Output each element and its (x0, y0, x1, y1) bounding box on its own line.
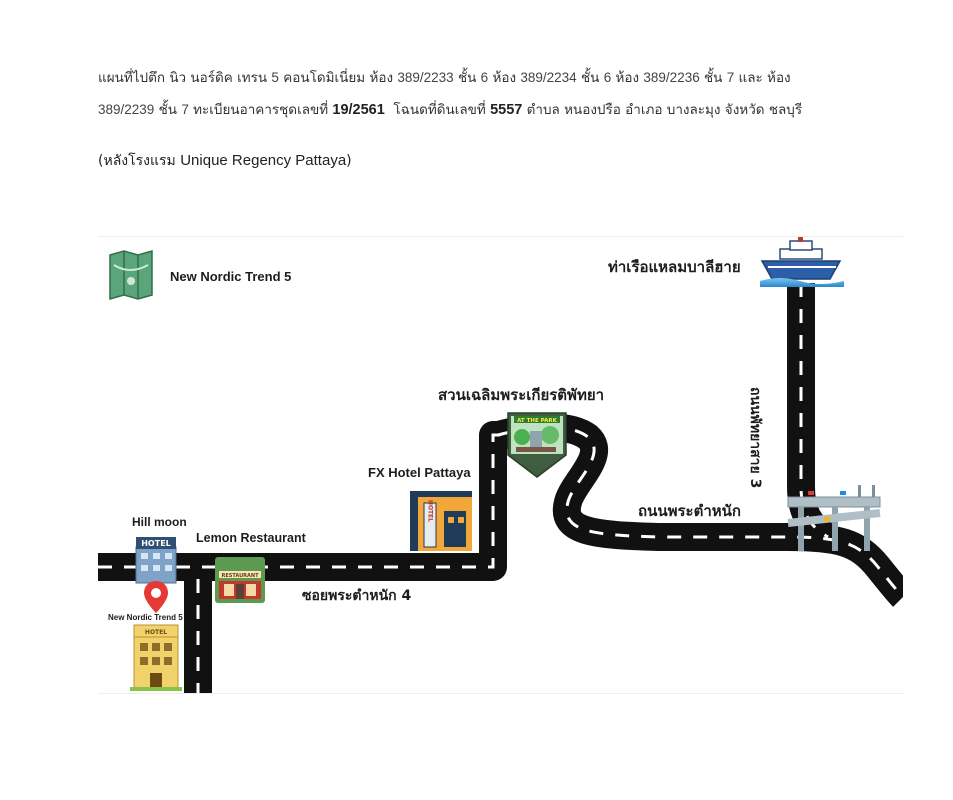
park-sign: AT THE PARK (517, 418, 558, 424)
hill-moon-sign: HOTEL (141, 539, 171, 548)
soi-label: ซอยพระตำหนัก 4 (302, 588, 412, 604)
hotel-icon: HOTEL (410, 491, 472, 551)
park-label: สวนเฉลิมพระเกียรติพัทยา (438, 386, 605, 404)
intro-number: 5 (271, 70, 279, 85)
fx-hotel-sign: HOTEL (427, 500, 434, 522)
map-icon (109, 250, 153, 300)
road-label-phratamnak: ถนนพระตำหนัก (638, 502, 741, 520)
intro-text: ชั้น (580, 70, 600, 86)
map-canvas: AT THE PARK HOTEL HOTEL (98, 237, 903, 693)
room-number: 389/2236 (643, 70, 700, 85)
hill-moon-label: Hill moon (132, 515, 187, 529)
restaurant-icon: RESTAURANT (215, 557, 265, 603)
room-number: 389/2233 (397, 70, 454, 85)
room-number: 389/2239 (98, 102, 155, 117)
intro-text: ตำบล หนองปรือ อำเภอ บางละมุง จังหวัด ชลบ… (526, 102, 803, 118)
intro-text: คอนโดมิเนี่ยม ห้อง (283, 70, 394, 86)
park-icon: AT THE PARK (507, 412, 567, 478)
target-building-sign: HOTEL (145, 629, 167, 636)
fx-hotel-label: FX Hotel Pattaya (368, 465, 471, 480)
floor-number: 6 (603, 70, 612, 85)
note-hotel: Unique Regency Pattaya (180, 152, 347, 169)
intro-text: ห้อง (492, 70, 517, 86)
road-network (98, 283, 903, 693)
hotel-icon: HOTEL (135, 537, 177, 584)
intro-paragraph: แผนที่ไปตึก นิว นอร์ดิค เทรน 5 คอนโดมิเน… (98, 62, 918, 126)
overpass-icon (787, 485, 881, 551)
road-label-thappraya-3: ถนนพัทยาสาย 3 (747, 387, 763, 489)
legend-label: New Nordic Trend 5 (170, 269, 292, 284)
pier-label: ท่าเรือแหลมบาลีฮาย (608, 258, 741, 276)
land-deed-number: 5557 (490, 102, 523, 118)
lemon-sign: RESTAURANT (222, 573, 260, 579)
floor-number: 6 (480, 70, 489, 85)
floor-number: 7 (181, 102, 189, 117)
intro-text: ชั้น (704, 70, 723, 86)
intro-text: และ ห้อง (738, 70, 791, 86)
route-map: AT THE PARK HOTEL HOTEL (98, 236, 903, 694)
target-label: New Nordic Trend 5 (108, 613, 183, 622)
intro-text: โฉนดที่ดินเลขที่ (393, 102, 486, 118)
ship-icon (760, 237, 844, 287)
intro-text: ทะเบียนอาคารชุดเลขที่ (193, 102, 329, 118)
note-suffix: ) (346, 153, 352, 169)
room-number: 389/2234 (520, 70, 577, 85)
location-note: (หลังโรงแรม Unique Regency Pattaya) (98, 150, 352, 172)
intro-text: ชั้น (158, 102, 178, 118)
floor-number: 7 (726, 70, 735, 85)
lemon-restaurant-label: Lemon Restaurant (196, 531, 306, 545)
note-prefix: (หลังโรงแรม (98, 153, 176, 169)
intro-text: ห้อง (615, 70, 640, 86)
location-pin-icon (144, 581, 168, 613)
road-thappraya-3 (787, 283, 836, 550)
intro-text: แผนที่ไปตึก นิว นอร์ดิค เทรน (98, 70, 268, 86)
building-icon: HOTEL (130, 624, 182, 691)
condo-registration-number: 19/2561 (332, 102, 385, 118)
intro-text: ชั้น (457, 70, 477, 86)
